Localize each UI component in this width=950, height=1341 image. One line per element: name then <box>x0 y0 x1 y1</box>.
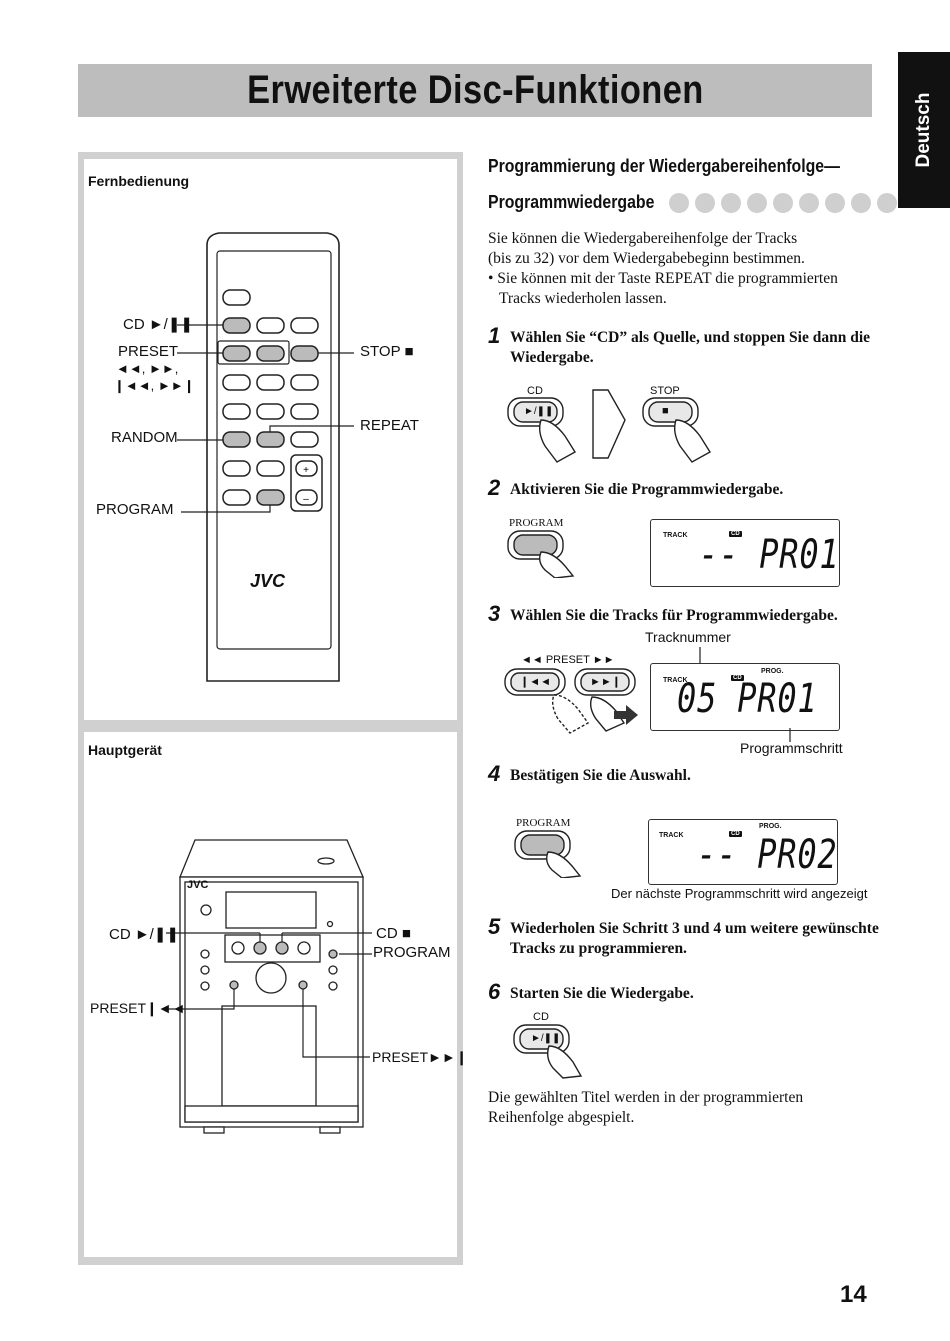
remote-illustration: + – <box>177 232 354 682</box>
svg-text:+: + <box>303 465 309 476</box>
illustration-panel: Fernbedienung <box>78 152 467 1265</box>
svg-text:–: – <box>303 494 309 505</box>
step-number: 5 <box>488 914 501 939</box>
fig3-preset-label: ◄◄ PRESET ►► <box>521 654 615 666</box>
main-cd-stop-label: CD ■ <box>376 925 411 942</box>
outro-line-1: Die gewählten Titel werden in der progra… <box>488 1089 804 1106</box>
fig4-program-button <box>514 830 582 878</box>
lcd-prog-label: PROG. <box>759 823 782 830</box>
main-unit-title: Hauptgerät <box>88 742 162 758</box>
fig3-prev-button-glyph: ❙◄◄ <box>520 676 551 688</box>
fig3-next-button-glyph: ►►❙ <box>590 676 621 688</box>
section-heading-line2: Programmwiedergabe <box>488 192 655 212</box>
remote-section: Fernbedienung <box>84 159 457 720</box>
lcd-track-label: TRACK <box>663 532 688 539</box>
step-5: 5 Wiederholen Sie Schritt 3 und 4 um wei… <box>488 914 879 958</box>
fig3-programmschritt-label: Programmschritt <box>740 740 843 756</box>
fig1-cd-stop-illustration <box>507 389 711 463</box>
bullet-line-1: • Sie können mit der Taste REPEAT die pr… <box>488 270 838 287</box>
lcd-cd-badge: CD <box>729 531 742 537</box>
remote-program-label: PROGRAM <box>96 501 174 518</box>
fig2-program-label: PROGRAM <box>509 517 564 529</box>
step-text: Wiederholen Sie Schritt 3 und 4 um weite… <box>510 920 879 957</box>
lcd-readout: -- PR02 <box>697 832 838 878</box>
lcd-readout: 05 PR01 <box>677 676 818 722</box>
main-unit-illustration <box>166 839 372 1134</box>
intro-line-2: (bis zu 32) vor dem Wiedergabebeginn bes… <box>488 250 805 267</box>
fig4-program-label: PROGRAM <box>516 817 571 829</box>
step-number: 1 <box>488 323 501 348</box>
section-heading-line1: Programmierung der Wiedergabereihenfolge… <box>488 156 840 176</box>
lcd-cd-badge: CD <box>731 675 744 681</box>
step-text: Starten Sie die Wiedergabe. <box>510 985 694 1002</box>
main-program-label: PROGRAM <box>373 944 451 961</box>
step-text: Aktivieren Sie die Programmwiedergabe. <box>510 481 784 498</box>
outro-line-2: Reihenfolge abgespielt. <box>488 1109 635 1126</box>
bullet-line-2: Tracks wiederholen lassen. <box>499 290 667 307</box>
step-text: Bestätigen Sie die Auswahl. <box>510 767 691 784</box>
step-6: 6 Starten Sie die Wiedergabe. <box>488 979 694 1005</box>
fig3-step-leader <box>789 728 791 742</box>
fig3-preset-buttons <box>504 668 638 734</box>
fig6-cd-label: CD <box>533 1011 549 1023</box>
fig4-caption: Der nächste Programmschritt wird angezei… <box>611 886 868 901</box>
fig4-lcd-display: TRACK CD PROG. -- PR02 <box>648 819 838 885</box>
remote-preset-label: PRESET <box>118 343 179 360</box>
step-number: 4 <box>488 761 501 786</box>
remote-brand-logo: JVC <box>250 571 286 591</box>
fig2-lcd-display: TRACK CD -- PR01 <box>650 519 840 587</box>
remote-preset-arrows-2: ❙◄◄, ►►❙ <box>114 378 195 393</box>
fig3-leader <box>699 647 701 663</box>
remote-cd-play-label: CD ►/❚❚ <box>123 316 193 333</box>
language-label: Deutsch <box>913 92 934 168</box>
step-2: 2 Aktivieren Sie die Programmwiedergabe. <box>488 475 783 501</box>
fig1-cd-label: CD <box>527 385 543 397</box>
fig3-tracknummer-label: Tracknummer <box>645 629 731 645</box>
page-number: 14 <box>840 1281 867 1308</box>
lcd-readout: -- PR01 <box>699 532 840 578</box>
intro-line-1: Sie können die Wiedergabereihenfolge der… <box>488 230 798 247</box>
title-bar: Erweiterte Disc-Funktionen <box>78 64 872 117</box>
main-unit-section: Hauptgerät <box>84 732 467 1257</box>
lcd-prog-label: PROG. <box>761 668 784 675</box>
step-text: Wählen Sie die Tracks für Programmwieder… <box>510 607 838 624</box>
step-4: 4 Bestätigen Sie die Auswahl. <box>488 761 691 787</box>
step-number: 3 <box>488 601 501 626</box>
page-title: Erweiterte Disc-Funktionen <box>246 68 704 112</box>
remote-preset-arrows-1: ◄◄, ►►, <box>116 361 179 376</box>
lcd-cd-badge: CD <box>729 831 742 837</box>
main-preset-next-label: PRESET►►❙ <box>372 1049 468 1065</box>
step-1: 1 Wählen Sie “CD” als Quelle, und stoppe… <box>488 323 870 367</box>
fig6-cd-button-glyph: ►/❚❚ <box>531 1033 561 1044</box>
remote-repeat-label: REPEAT <box>360 417 419 434</box>
remote-stop-label: STOP ■ <box>360 343 414 360</box>
step-number: 2 <box>488 475 501 500</box>
remote-title: Fernbedienung <box>88 173 190 189</box>
heading-dots-row2 <box>669 193 897 213</box>
language-tab: Deutsch <box>898 52 950 208</box>
fig1-stop-label: STOP <box>650 385 680 397</box>
step-number: 6 <box>488 979 501 1004</box>
step-text: Wählen Sie “CD” als Quelle, und stoppen … <box>510 329 871 366</box>
fig2-program-button <box>507 530 575 578</box>
remote-random-label: RANDOM <box>111 429 178 446</box>
main-cd-play-label: CD ►/❚❚ <box>109 926 179 943</box>
fig1-cd-button-glyph: ►/❚❚ <box>524 406 554 417</box>
main-unit-brand-logo: JVC <box>187 879 209 891</box>
fig3-lcd-display: TRACK CD PROG. 05 PR01 <box>650 663 840 731</box>
lcd-track-label: TRACK <box>663 677 688 684</box>
fig6-cd-button <box>513 1024 583 1079</box>
fig1-stop-button-glyph: ■ <box>662 405 669 417</box>
main-preset-prev-label: PRESET❙◄◄ <box>90 1000 186 1016</box>
step-3: 3 Wählen Sie die Tracks für Programmwied… <box>488 601 838 627</box>
lcd-track-label: TRACK <box>659 832 684 839</box>
